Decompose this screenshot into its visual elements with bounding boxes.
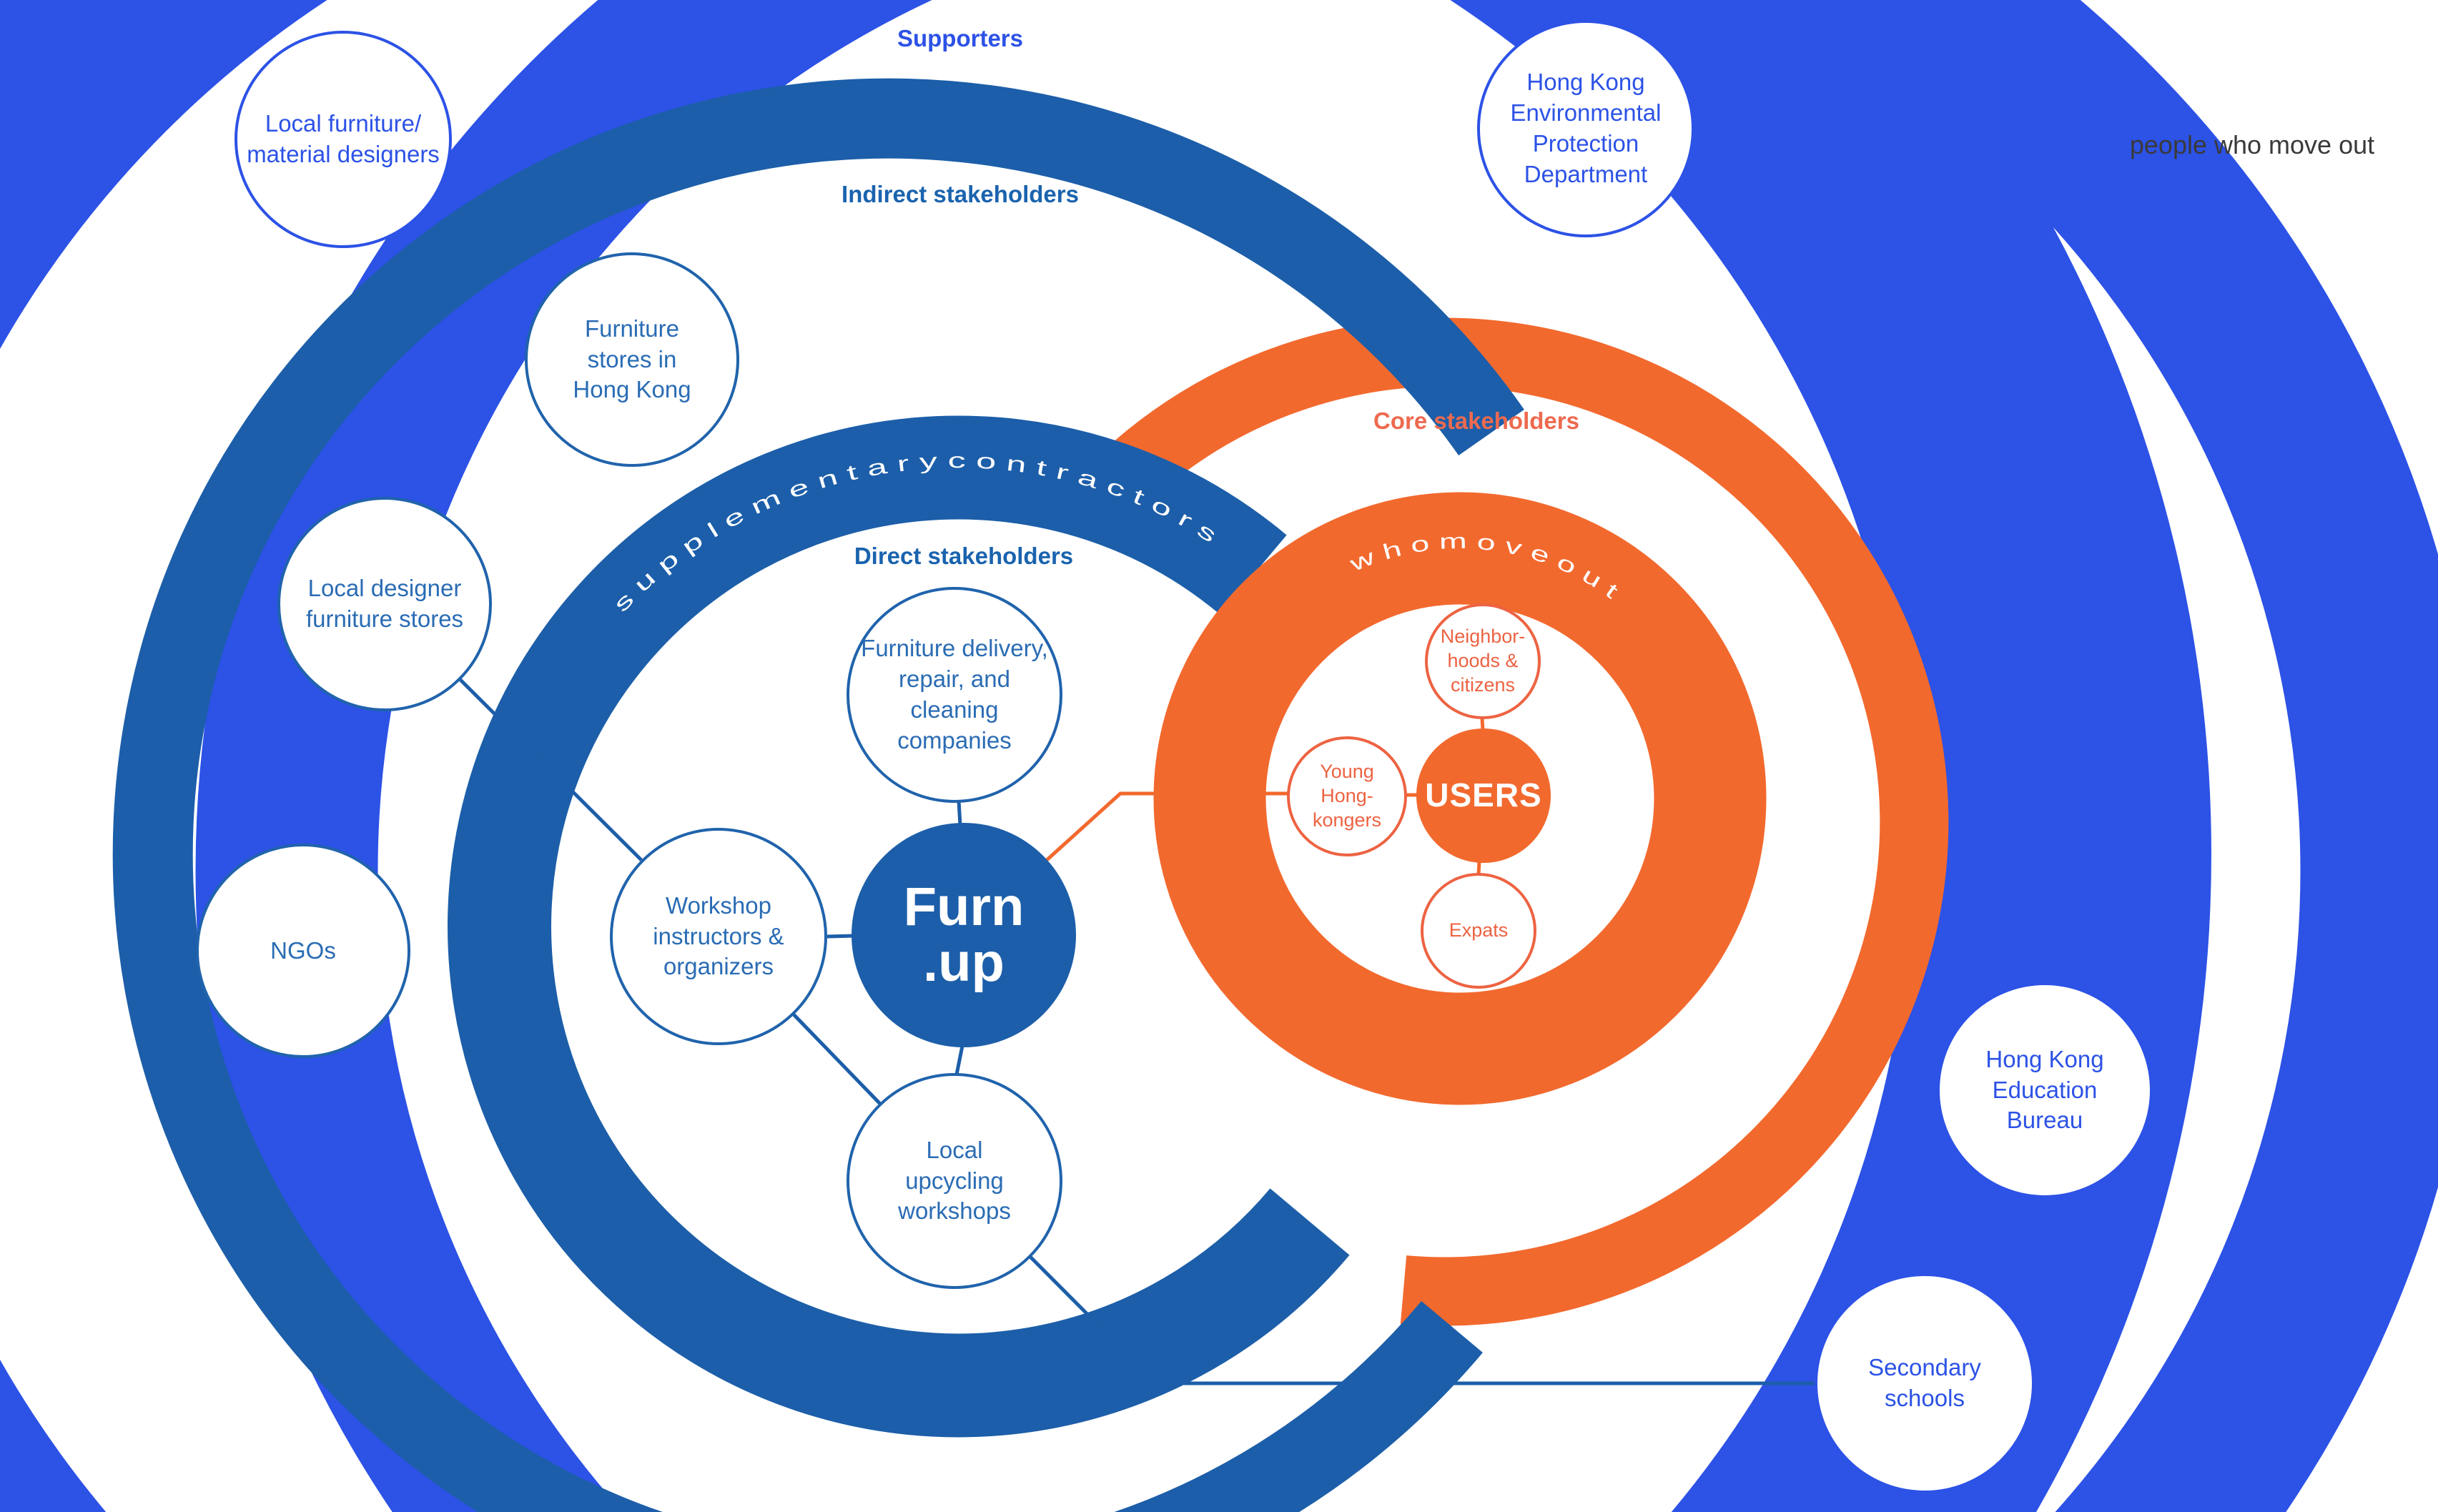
direct-stakeholders-label: Direct stakeholders — [854, 543, 1074, 569]
people-who-move-out-note: people who move out — [2129, 130, 2375, 159]
node-hk-environmental-protection: Hong Kong Environmental Protection Depar… — [1477, 20, 1694, 237]
node-furnup-hub: Furn .up — [852, 823, 1076, 1047]
connector-upcycling-secondary — [1029, 1255, 1815, 1385]
supporters-label: Supporters — [897, 25, 1024, 51]
node-expats: Expats — [1421, 873, 1536, 989]
connector-designer-workshop — [459, 678, 643, 861]
connector-furnup-young — [1045, 791, 1288, 862]
node-furniture-delivery-companies: Furniture delivery, repair, and cleaning… — [847, 587, 1062, 803]
blue-connectors — [459, 678, 1815, 1385]
node-young-hongkongers: Young Hong- kongers — [1287, 736, 1407, 856]
core-stakeholders-label: Core stakeholders — [1373, 407, 1579, 434]
node-workshop-instructors: Workshop instructors & organizers — [610, 828, 827, 1045]
node-local-designer-stores: Local designer furniture stores — [277, 497, 492, 711]
node-hk-education-bureau: Hong Kong Education Bureau — [1937, 982, 2153, 1198]
direct-stakeholders-ring — [448, 415, 1350, 1438]
supporters-ring-top-left-arc — [0, 0, 2211, 1512]
node-neighborhoods-citizens: Neighbor- hoods & citizens — [1425, 603, 1541, 719]
node-local-upcycling-workshops: Local upcycling workshops — [847, 1073, 1062, 1289]
core-stakeholders-ring — [1070, 317, 1949, 1326]
node-local-furniture-designers: Local furniture/ material designers — [235, 31, 452, 248]
connector-neighborhoods-users — [1480, 718, 1485, 731]
node-users-hub: USERS — [1416, 728, 1551, 863]
connector-furnup-upcycling — [954, 1045, 964, 1075]
indirect-stakeholders-ring — [112, 78, 1524, 1512]
connector-delivery-furnup — [957, 800, 962, 826]
who-move-out-ring — [1153, 492, 1767, 1105]
connector-workshop-furnup — [826, 934, 855, 939]
node-secondary-schools: Secondary schools — [1815, 1273, 2035, 1493]
connector-workshop-upcycling — [792, 1013, 882, 1105]
indirect-stakeholders-label: Indirect stakeholders — [842, 181, 1079, 207]
node-ngos: NGOs — [196, 844, 410, 1058]
node-furniture-stores-hk: Furniture stores in Hong Kong — [525, 252, 739, 467]
orange-connectors — [1045, 718, 1485, 875]
